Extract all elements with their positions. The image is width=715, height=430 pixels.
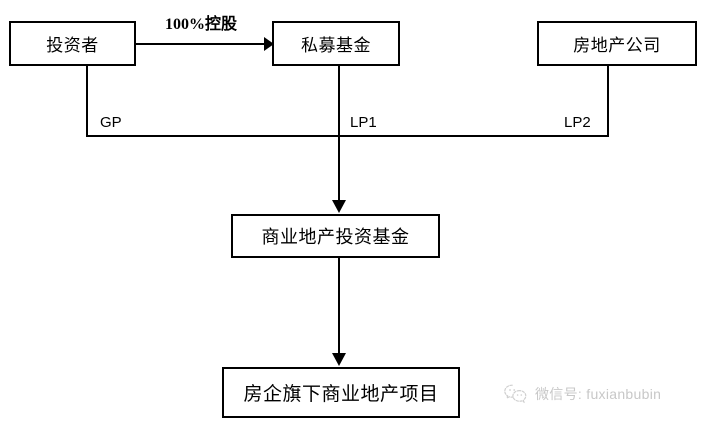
node-investor: 投资者 — [9, 21, 136, 66]
edge-gp-vertical-line — [86, 66, 88, 137]
node-real-estate-company-label: 房地产公司 — [573, 36, 661, 55]
node-private-equity-fund-label: 私募基金 — [301, 36, 371, 55]
node-private-equity-fund: 私募基金 — [272, 21, 400, 66]
edge-crefund-to-project-line — [338, 258, 340, 355]
node-real-estate-company: 房地产公司 — [537, 21, 697, 66]
watermark-text: 微信号: fuxianbubin — [535, 386, 662, 402]
node-commercial-real-estate-fund: 商业地产投资基金 — [231, 214, 440, 258]
edge-lp1-vertical-line — [338, 66, 340, 206]
edge-partner-bus-line — [86, 135, 609, 137]
arrowhead-right-icon — [264, 37, 274, 51]
edge-label-lp1: LP1 — [350, 114, 377, 131]
arrowhead-down-icon — [332, 353, 346, 366]
edge-investor-to-pefund-line — [136, 43, 266, 45]
edge-lp2-vertical-line — [607, 66, 609, 137]
edge-label-control: 100%控股 — [165, 16, 238, 33]
node-investor-label: 投资者 — [46, 36, 99, 55]
arrowhead-down-icon — [332, 200, 346, 213]
wechat-icon — [504, 384, 527, 404]
edge-label-gp: GP — [100, 114, 122, 131]
node-commercial-real-estate-project-label: 房企旗下商业地产项目 — [243, 384, 439, 405]
watermark: 微信号: fuxianbubin — [503, 383, 661, 405]
edge-label-lp2: LP2 — [564, 114, 591, 131]
node-commercial-real-estate-fund-label: 商业地产投资基金 — [261, 227, 410, 247]
node-commercial-real-estate-project: 房企旗下商业地产项目 — [222, 367, 460, 418]
